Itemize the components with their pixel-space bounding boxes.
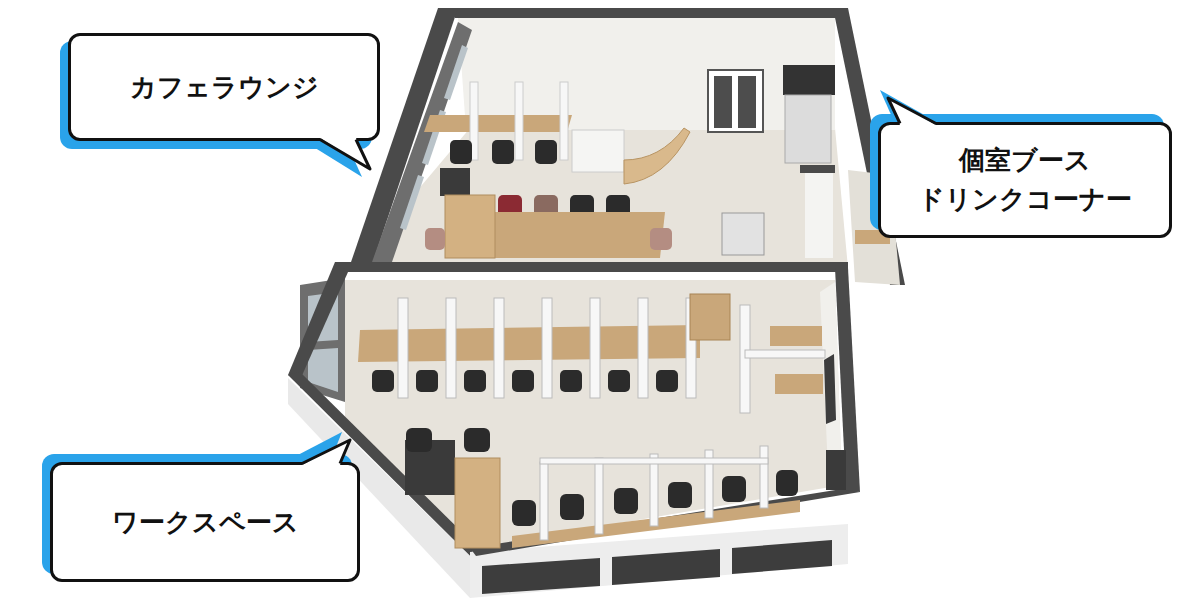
- partition: [560, 82, 568, 160]
- wall-cap: [455, 8, 840, 18]
- speech-bubble: カフェラウンジ: [68, 33, 380, 141]
- partition: [805, 173, 833, 258]
- chair: [608, 370, 630, 392]
- window: [400, 175, 424, 230]
- tail-outline: [888, 98, 936, 124]
- window: [824, 354, 836, 424]
- chair: [464, 370, 486, 392]
- chair: [560, 370, 582, 392]
- partition: [542, 298, 552, 398]
- chair: [492, 140, 514, 164]
- partition: [494, 298, 504, 398]
- partition: [650, 454, 658, 526]
- tail-outline: [302, 440, 350, 464]
- bubble-text-group: カフェラウンジ: [130, 68, 319, 107]
- chair: [560, 494, 584, 520]
- speech-bubble: 個室ブース ドリンクコーナー: [878, 122, 1172, 238]
- partition: [540, 462, 548, 540]
- fridge: [783, 65, 835, 95]
- tail-fill: [302, 440, 350, 465]
- chair: [614, 488, 638, 514]
- chair: [372, 370, 394, 392]
- partition: [760, 446, 768, 508]
- wall-cap: [800, 165, 835, 173]
- copier: [722, 213, 764, 255]
- window: [732, 540, 832, 574]
- partition: [595, 458, 603, 534]
- wall-cap: [288, 262, 348, 380]
- callout-label: ワークスペース: [112, 503, 299, 542]
- bubble-text-group: 個室ブース ドリンクコーナー: [908, 141, 1142, 219]
- fridge: [785, 95, 831, 163]
- chair: [512, 370, 534, 392]
- speech-bubble: ワークスペース: [50, 462, 360, 582]
- chair: [464, 428, 490, 452]
- counter: [424, 115, 572, 132]
- window: [444, 45, 468, 100]
- door-pane: [714, 76, 732, 128]
- chair: [535, 140, 557, 164]
- door-pane: [738, 76, 756, 128]
- window: [612, 549, 720, 585]
- desk: [358, 325, 700, 362]
- chair: [668, 482, 692, 508]
- chair: [416, 370, 438, 392]
- wall-cap: [335, 262, 848, 272]
- chair: [450, 140, 472, 164]
- door: [690, 294, 730, 340]
- partition: [572, 130, 624, 172]
- bubble-tail: [878, 122, 1172, 238]
- chair: [512, 500, 536, 526]
- chair: [776, 470, 798, 496]
- window: [482, 558, 600, 594]
- chair: [722, 476, 746, 502]
- pillar: [440, 168, 470, 196]
- pillar: [826, 450, 846, 490]
- callout-label: 個室ブース ドリンクコーナー: [908, 141, 1142, 219]
- chair: [425, 228, 445, 250]
- partition: [590, 298, 600, 398]
- partition: [638, 298, 648, 398]
- table-block: [445, 195, 495, 258]
- partition: [515, 82, 523, 160]
- chair: [406, 428, 432, 452]
- tail-fill: [320, 138, 370, 169]
- bubble-text-group: ワークスペース: [112, 503, 299, 542]
- table: [455, 458, 500, 548]
- reception-counter: [624, 128, 690, 184]
- partition: [446, 298, 456, 398]
- desk: [775, 374, 823, 394]
- partition: [398, 298, 408, 398]
- partition: [740, 305, 750, 413]
- tail-outline: [320, 140, 370, 170]
- tail-fill: [888, 98, 936, 125]
- desk: [770, 326, 822, 346]
- chair: [650, 228, 672, 250]
- callout-label: カフェラウンジ: [130, 68, 319, 107]
- partition: [540, 458, 768, 464]
- chair: [656, 370, 678, 392]
- door: [708, 70, 763, 132]
- partition: [745, 350, 825, 358]
